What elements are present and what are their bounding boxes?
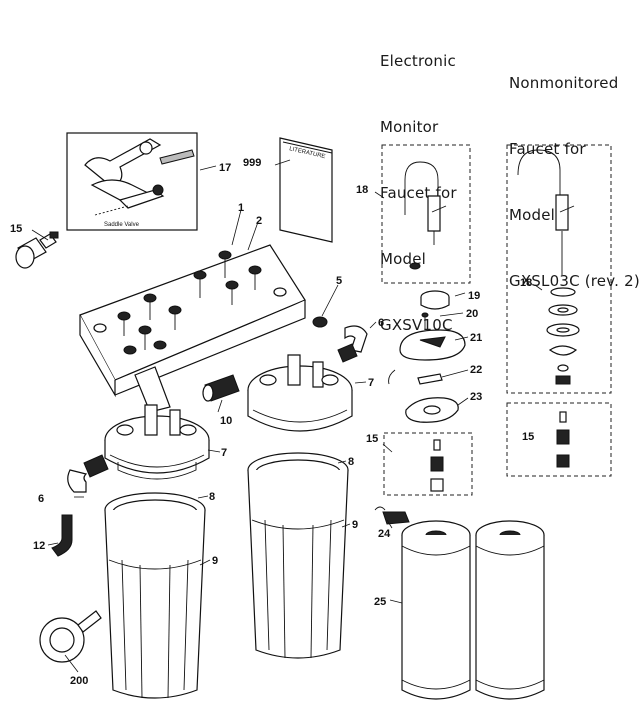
callout-15-left: 15 [10, 223, 22, 235]
clip-22 [417, 373, 443, 385]
callout-17: 17 [219, 162, 231, 174]
callout-18-electronic: 18 [356, 184, 368, 196]
callout-8-left: 8 [209, 491, 215, 503]
callout-15-nonmonitored: 15 [522, 431, 534, 443]
callout-1: 1 [238, 202, 244, 214]
callout-5: 5 [336, 275, 342, 287]
leader-lines [31, 159, 543, 673]
saddle-valve-caption: Saddle Valve [104, 222, 140, 228]
callout-9-left: 9 [212, 555, 218, 567]
callout-19: 19 [468, 290, 480, 302]
faucet-base-19 [420, 290, 450, 310]
callout-15-electronic: 15 [366, 433, 378, 445]
fitting-15-left [15, 231, 59, 269]
callout-10: 10 [220, 415, 232, 427]
housing-wrench-200 [39, 610, 102, 663]
filter-housing-left [104, 492, 206, 699]
filter-head-right [247, 354, 353, 432]
callout-20: 20 [466, 308, 478, 320]
gasket-23 [405, 397, 459, 423]
saddle-valve-inset: Saddle Valve [66, 132, 198, 231]
filter-head-left [104, 404, 210, 480]
tubing-12 [51, 514, 73, 557]
filter-cartridge-right [475, 520, 545, 700]
callout-12: 12 [33, 540, 45, 552]
sensor-24 [374, 506, 410, 525]
callout-labels: 1 2 5 6 6 7 7 8 8 9 9 10 12 15 15 15 17 … [10, 157, 534, 687]
callout-8-right: 8 [348, 456, 354, 468]
callout-7-right: 7 [368, 377, 374, 389]
callout-9-right: 9 [352, 519, 358, 531]
monitor-base-21 [388, 329, 466, 385]
callout-21: 21 [470, 332, 482, 344]
fitting-15-electronic [383, 432, 473, 496]
literature-booklet: LITERATURE [279, 137, 333, 243]
callout-22: 22 [470, 364, 482, 376]
nonmonitored-faucet-heading: Nonmonitored Faucet for Models GXSL03C (… [509, 28, 640, 336]
screw-20 [421, 312, 429, 330]
connector-10 [202, 374, 240, 402]
filter-housing-right [247, 452, 349, 659]
electronic-faucet-group [381, 144, 471, 284]
nonmonitored-faucet-group [506, 144, 612, 394]
callout-7-left: 7 [221, 447, 227, 459]
callout-25: 25 [374, 596, 386, 608]
filter-cartridge-left [401, 520, 471, 700]
electronic-heading-line-2: Monitor [380, 118, 439, 136]
callout-6-left: 6 [38, 493, 44, 505]
callout-999: 999 [243, 157, 261, 169]
nonmonitored-heading-line-3: Models [509, 206, 564, 224]
elbow-6-left [67, 454, 109, 493]
fitting-15-nonmonitored [506, 402, 612, 477]
elbow-6-right [337, 325, 368, 363]
screw-5 [312, 316, 328, 328]
callout-200: 200 [70, 675, 88, 687]
callout-24: 24 [378, 528, 391, 540]
nonmonitored-heading-line-1: Nonmonitored [509, 74, 619, 92]
electronic-heading-line-1: Electronic [380, 52, 456, 70]
callout-18-nonmonitored: 18 [520, 277, 532, 289]
callout-23: 23 [470, 391, 482, 403]
callout-2: 2 [256, 215, 262, 227]
electronic-faucet-heading: Electronic Monitor Faucet for Model GXSV… [380, 6, 457, 380]
electronic-heading-line-5: GXSV10C [380, 316, 453, 334]
nonmonitored-heading-line-4: GXSL03C (rev. 2) [509, 272, 640, 290]
callout-6-right: 6 [378, 317, 384, 329]
mounting-bracket [79, 244, 306, 413]
